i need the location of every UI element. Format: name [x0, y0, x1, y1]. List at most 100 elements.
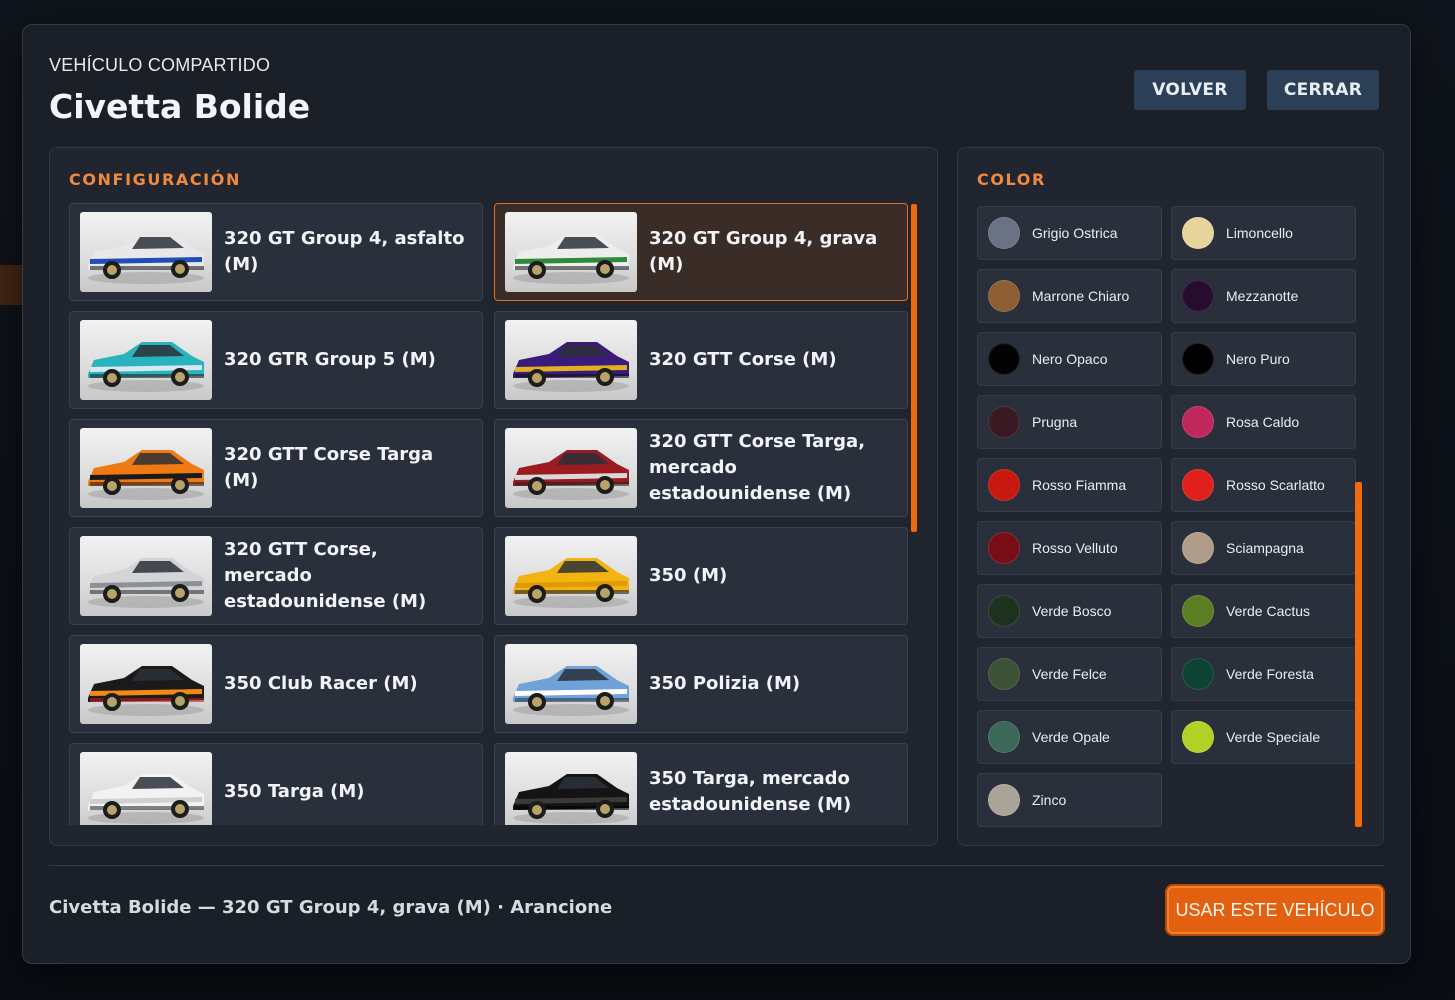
color-option[interactable]: Rosso Fiamma	[977, 458, 1162, 512]
color-option[interactable]: Prugna	[977, 395, 1162, 449]
color-name: Marrone Chiaro	[1032, 288, 1130, 304]
color-name: Rosso Scarlatto	[1226, 477, 1325, 493]
configuration-name: 320 GT Group 4, grava (M)	[649, 228, 878, 275]
color-option[interactable]: Sciampagna	[1171, 521, 1356, 575]
color-name: Verde Opale	[1032, 729, 1110, 745]
color-name: Rosso Fiamma	[1032, 477, 1127, 493]
color-scrollbar[interactable]	[1355, 482, 1362, 827]
color-option[interactable]: Verde Opale	[977, 710, 1162, 764]
color-swatch	[1182, 406, 1214, 438]
car-thumbnail	[505, 428, 637, 508]
color-name: Rosa Caldo	[1226, 414, 1300, 430]
color-option[interactable]: Rosa Caldo	[1171, 395, 1356, 449]
configuration-option[interactable]: 350 Targa, mercado estadounidense (M)	[494, 743, 908, 825]
color-name: Rosso Velluto	[1032, 540, 1118, 556]
configuration-option[interactable]: 350 Club Racer (M)	[69, 635, 483, 733]
color-swatch	[988, 658, 1020, 690]
configuration-option[interactable]: 350 (M)	[494, 527, 908, 625]
dialog-eyebrow: VEHÍCULO COMPARTIDO	[49, 55, 271, 75]
color-swatch	[988, 406, 1020, 438]
back-button[interactable]: VOLVER	[1134, 70, 1246, 110]
color-option[interactable]: Marrone Chiaro	[977, 269, 1162, 323]
configuration-option[interactable]: 320 GTT Corse, mercado estadounidense (M…	[69, 527, 483, 625]
color-option[interactable]: Verde Felce	[977, 647, 1162, 701]
color-option[interactable]: Limoncello	[1171, 206, 1356, 260]
color-swatch	[988, 532, 1020, 564]
car-thumbnail	[505, 212, 637, 292]
configuration-name: 350 Targa (M)	[224, 781, 365, 802]
color-swatch	[988, 721, 1020, 753]
color-name: Verde Bosco	[1032, 603, 1112, 619]
color-swatch	[988, 595, 1020, 627]
color-option[interactable]: Nero Opaco	[977, 332, 1162, 386]
configuration-scrollbar[interactable]	[911, 204, 917, 532]
color-swatch	[1182, 469, 1214, 501]
configuration-option[interactable]: 350 Targa (M)	[69, 743, 483, 825]
configuration-name: 320 GTR Group 5 (M)	[224, 349, 436, 370]
color-swatch	[988, 280, 1020, 312]
color-swatch	[1182, 595, 1214, 627]
car-thumbnail	[505, 752, 637, 825]
color-name: Nero Puro	[1226, 351, 1290, 367]
configuration-option[interactable]: 320 GT Group 4, grava (M)	[494, 203, 908, 301]
car-thumbnail	[505, 536, 637, 616]
configuration-option[interactable]: 320 GT Group 4, asfalto (M)	[69, 203, 483, 301]
car-thumbnail	[505, 320, 637, 400]
configuration-panel: CONFIGURACIÓN 320 GT Group 4, asfalto (M…	[49, 147, 938, 846]
color-option[interactable]: Verde Cactus	[1171, 584, 1356, 638]
car-thumbnail	[80, 320, 212, 400]
color-option[interactable]: Verde Speciale	[1171, 710, 1356, 764]
color-name: Grigio Ostrica	[1032, 225, 1118, 241]
configuration-option[interactable]: 320 GTT Corse Targa (M)	[69, 419, 483, 517]
color-swatch	[1182, 280, 1214, 312]
color-option[interactable]: Verde Foresta	[1171, 647, 1356, 701]
configuration-name: 320 GTT Corse Targa, mercado estadounide…	[649, 431, 866, 504]
color-name: Sciampagna	[1226, 540, 1304, 556]
configuration-option[interactable]: 320 GTR Group 5 (M)	[69, 311, 483, 409]
car-thumbnail	[80, 428, 212, 508]
color-option[interactable]: Mezzanotte	[1171, 269, 1356, 323]
color-swatch	[1182, 217, 1214, 249]
color-swatch	[1182, 532, 1214, 564]
configuration-name: 320 GTT Corse, mercado estadounidense (M…	[224, 539, 427, 612]
configuration-name: 350 Targa, mercado estadounidense (M)	[649, 768, 852, 815]
footer-divider	[49, 865, 1385, 866]
car-thumbnail	[80, 212, 212, 292]
color-name: Limoncello	[1226, 225, 1293, 241]
configuration-name: 350 (M)	[649, 565, 728, 586]
color-swatch	[1182, 343, 1214, 375]
configuration-option[interactable]: 320 GTT Corse (M)	[494, 311, 908, 409]
configuration-list[interactable]: 320 GT Group 4, asfalto (M) 320 GT Group …	[69, 203, 911, 825]
configuration-option[interactable]: 350 Polizia (M)	[494, 635, 908, 733]
color-name: Verde Cactus	[1226, 603, 1311, 619]
configuration-name: 350 Polizia (M)	[649, 673, 801, 694]
color-option[interactable]: Zinco	[977, 773, 1162, 827]
car-thumbnail	[80, 644, 212, 724]
color-option[interactable]: Rosso Scarlatto	[1171, 458, 1356, 512]
color-name: Prugna	[1032, 414, 1078, 430]
configuration-option[interactable]: 320 GTT Corse Targa, mercado estadounide…	[494, 419, 908, 517]
configuration-name: 320 GTT Corse (M)	[649, 349, 837, 370]
vehicle-title: Civetta Bolide	[49, 87, 311, 126]
color-name: Verde Felce	[1032, 666, 1107, 682]
color-swatch	[1182, 721, 1214, 753]
configuration-name: 320 GTT Corse Targa (M)	[224, 444, 434, 491]
background-accent	[0, 265, 22, 305]
color-option[interactable]: Grigio Ostrica	[977, 206, 1162, 260]
use-vehicle-button[interactable]: USAR ESTE VEHÍCULO	[1167, 886, 1383, 934]
color-option[interactable]: Verde Bosco	[977, 584, 1162, 638]
color-name: Mezzanotte	[1226, 288, 1299, 304]
color-swatch	[988, 784, 1020, 816]
color-heading: COLOR	[977, 170, 1046, 189]
configuration-name: 350 Club Racer (M)	[224, 673, 418, 694]
color-option[interactable]: Nero Puro	[1171, 332, 1356, 386]
close-button[interactable]: CERRAR	[1267, 70, 1379, 110]
color-option[interactable]: Rosso Velluto	[977, 521, 1162, 575]
car-thumbnail	[80, 752, 212, 825]
configuration-name: 320 GT Group 4, asfalto (M)	[224, 228, 465, 275]
color-swatch	[1182, 658, 1214, 690]
color-name: Verde Speciale	[1226, 729, 1321, 745]
color-swatch	[988, 343, 1020, 375]
